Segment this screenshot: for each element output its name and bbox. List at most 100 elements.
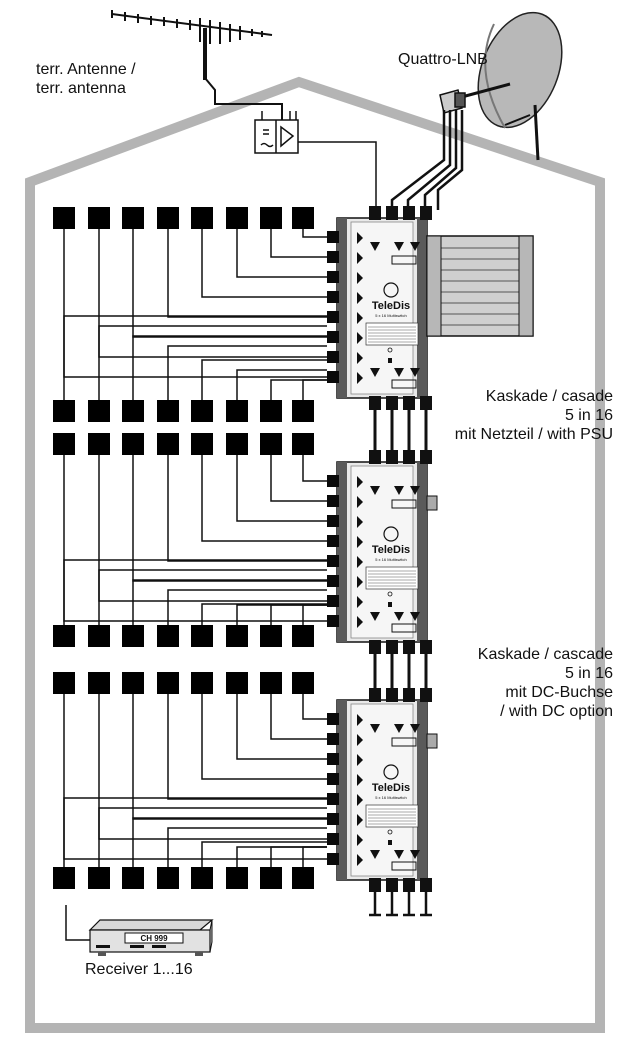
wall-socket-icon: [226, 672, 248, 694]
input-port: [369, 688, 381, 702]
amplifier-icon: [254, 111, 377, 216]
input-port: [369, 450, 381, 464]
wall-socket-icon: [122, 433, 144, 455]
wall-socket-icon: [157, 207, 179, 229]
wall-socket-icon: [260, 207, 282, 229]
wall-socket-icon: [88, 672, 110, 694]
terr-antenna-label-de: terr. Antenne /: [36, 61, 136, 78]
lnb-icon: [439, 89, 466, 114]
switch-brand: TeleDis: [372, 782, 410, 794]
cascade2-label: Kaskade / cascade 5 in 16 mit DC-Buchse …: [478, 645, 613, 721]
output-port: [386, 640, 398, 654]
wall-socket-icon: [88, 433, 110, 455]
terr-antenna-label: terr. Antenne / terr. antenna: [36, 60, 136, 98]
output-port: [403, 640, 415, 654]
switch-brand: TeleDis: [372, 544, 410, 556]
cascade1-line-3: mit Netzteil / with PSU: [454, 426, 613, 443]
input-port: [403, 206, 415, 220]
output-port: [403, 396, 415, 410]
psu-icon: [426, 235, 534, 337]
wall-socket-icon: [191, 400, 213, 422]
output-port: [369, 878, 381, 892]
wall-socket-icon: [292, 867, 314, 889]
switch-subtitle: 5 x 16 Multiswitch: [375, 557, 407, 562]
input-port: [369, 206, 381, 220]
wall-socket-icon: [122, 400, 144, 422]
wall-socket-icon: [292, 207, 314, 229]
wall-socket-icon: [260, 625, 282, 647]
output-port: [403, 878, 415, 892]
wall-socket-icon: [88, 400, 110, 422]
output-port: [386, 396, 398, 410]
house-outline: [25, 76, 605, 1033]
wall-socket-icon: [122, 207, 144, 229]
input-port: [420, 450, 432, 464]
wall-socket-icon: [191, 433, 213, 455]
cascade2-line-1: Kaskade / cascade: [477, 646, 613, 663]
output-port: [369, 396, 381, 410]
cascade1-line-2: 5 in 16: [564, 407, 613, 424]
wall-socket-icon: [191, 867, 213, 889]
terr-antenna-label-en: terr. antenna: [36, 80, 126, 97]
wall-socket-icon: [260, 400, 282, 422]
output-port: [420, 878, 432, 892]
wall-socket-icon: [122, 672, 144, 694]
wall-socket-icon: [157, 672, 179, 694]
cascade2-line-3: mit DC-Buchse: [505, 684, 613, 701]
wall-socket-icon: [226, 433, 248, 455]
wall-socket-icon: [191, 672, 213, 694]
wall-socket-icon: [226, 207, 248, 229]
wall-socket-icon: [226, 867, 248, 889]
cascade1-line-1: Kaskade / casade: [485, 388, 613, 405]
cascade2-line-2: 5 in 16: [564, 665, 613, 682]
switch-brand: TeleDis: [372, 300, 410, 312]
input-port: [386, 450, 398, 464]
wall-socket-icon: [88, 625, 110, 647]
input-port: [386, 688, 398, 702]
wall-socket-icon: [226, 400, 248, 422]
wall-socket-icon: [88, 867, 110, 889]
cascade1-label: Kaskade / casade 5 in 16 mit Netzteil / …: [455, 387, 613, 444]
switch-subtitle: 5 x 16 Multiswitch: [375, 795, 407, 800]
wall-socket-icon: [157, 400, 179, 422]
satellite-dish-icon: [457, 11, 563, 161]
wall-socket-icon: [260, 867, 282, 889]
input-port: [403, 450, 415, 464]
switch-subtitle: 5 x 16 Multiswitch: [375, 313, 407, 318]
output-port: [420, 396, 432, 410]
receiver-label: Receiver 1...16: [85, 961, 193, 978]
output-port: [369, 640, 381, 654]
wall-socket-icon: [260, 672, 282, 694]
wall-socket-icon: [53, 400, 75, 422]
receiver-display: CH 999: [140, 934, 168, 943]
input-port: [420, 206, 432, 220]
wall-socket-icon: [53, 433, 75, 455]
wall-socket-icon: [157, 433, 179, 455]
receiver-icon: CH 999: [65, 905, 214, 956]
wall-socket-icon: [292, 400, 314, 422]
output-port: [420, 640, 432, 654]
cascade2-line-4: / with DC option: [500, 703, 613, 720]
output-port: [386, 878, 398, 892]
wall-socket-icon: [88, 207, 110, 229]
wall-socket-icon: [122, 867, 144, 889]
wall-socket-icon: [191, 207, 213, 229]
wall-socket-icon: [53, 625, 75, 647]
lnb-label: Quattro-LNB: [398, 51, 488, 68]
wall-socket-icon: [157, 625, 179, 647]
wall-socket-icon: [226, 625, 248, 647]
wall-socket-icon: [260, 433, 282, 455]
wall-socket-icon: [157, 867, 179, 889]
input-port: [420, 688, 432, 702]
wall-socket-icon: [292, 672, 314, 694]
wall-socket-icon: [292, 433, 314, 455]
input-port: [386, 206, 398, 220]
input-port: [403, 688, 415, 702]
wall-socket-icon: [292, 625, 314, 647]
wall-socket-icon: [53, 867, 75, 889]
wall-socket-icon: [122, 625, 144, 647]
